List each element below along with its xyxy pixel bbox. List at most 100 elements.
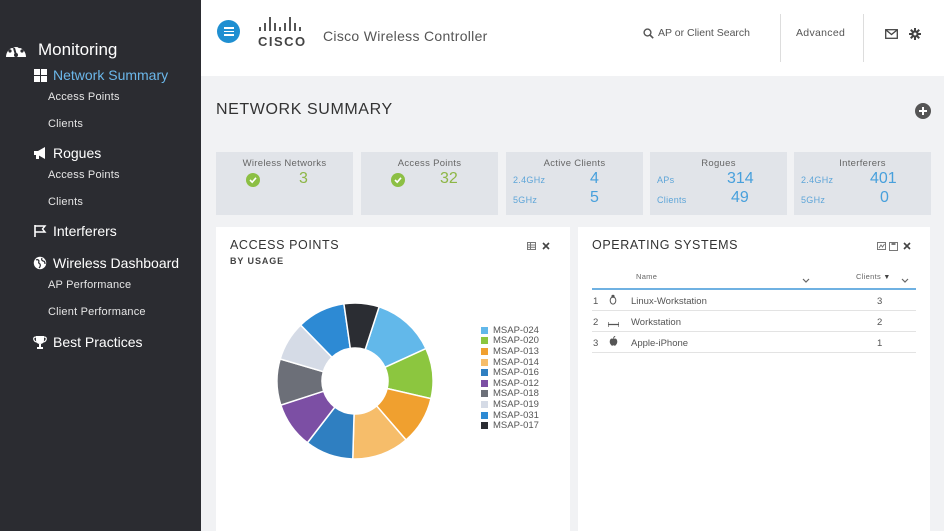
sidebar-subitem-rogue-clients[interactable]: Clients [48,196,84,208]
legend-label: MSAP-019 [493,398,539,410]
dashboard-gauge-icon [4,39,28,61]
add-widget-button[interactable] [915,103,931,119]
close-icon[interactable] [541,241,551,251]
band-label: 2.4GHz [513,175,546,185]
workstation-icon [607,319,620,330]
legend-item[interactable]: MSAP-017 [481,420,539,431]
advanced-link[interactable]: Advanced [796,27,846,39]
card-title: Wireless Networks [242,158,327,169]
legend-item[interactable]: MSAP-014 [481,357,539,368]
row-number: 1 [593,296,599,307]
legend-item[interactable]: MSAP-024 [481,325,539,336]
card-title: Interferers [839,158,886,169]
sidebar-item-label: Interferers [53,223,117,239]
row-number: 2 [593,317,599,328]
legend-label: MSAP-020 [493,335,539,347]
save-icon[interactable] [888,241,898,251]
sidebar-subitem-ap-performance[interactable]: AP Performance [48,279,132,291]
card-wireless-networks[interactable]: Wireless Networks 3 [216,152,353,215]
legend-label: MSAP-012 [493,377,539,389]
panel-title: ACCESS POINTS [230,238,340,252]
grid-icon [32,68,48,82]
legend-item[interactable]: MSAP-020 [481,335,539,347]
cisco-wordmark: cisco [258,34,307,49]
header-divider [863,14,864,62]
legend-label: MSAP-017 [493,420,539,432]
os-name: Apple-iPhone [631,338,689,349]
plus-icon [919,107,927,115]
chevron-down-icon[interactable] [901,271,909,289]
os-client-count: 1 [877,338,883,349]
chart-view-icon[interactable] [876,241,886,251]
legend-swatch [481,369,488,377]
legend-swatch [481,422,488,430]
legend-item[interactable]: MSAP-031 [481,410,539,421]
legend-label: MSAP-024 [493,324,539,336]
card-interferers[interactable]: Interferers 2.4GHz 401 5GHz 0 [794,152,931,215]
panel-title: OPERATING SYSTEMS [592,238,739,252]
sidebar-subitem-access-points[interactable]: Access Points [48,91,120,103]
card-value: 3 [299,170,308,187]
legend-swatch [481,347,488,355]
sidebar-item-rogues[interactable]: Rogues [32,145,101,161]
table-header-divider [592,288,916,290]
donut-slice-msap-017[interactable] [343,302,381,351]
card-value: 314 [727,170,754,187]
search-input[interactable]: AP or Client Search [643,27,750,39]
legend-swatch [481,411,488,419]
card-value: 49 [731,189,749,206]
mail-icon[interactable] [884,27,898,41]
band-label: 2.4GHz [801,175,834,185]
sidebar-subitem-client-performance[interactable]: Client Performance [48,306,146,318]
column-header-name[interactable]: Name [636,272,658,281]
sidebar-item-wireless-dashboard[interactable]: Wireless Dashboard [32,255,179,271]
os-client-count: 3 [877,296,883,307]
column-header-clients[interactable]: Clients ▼ [856,272,891,281]
legend-label: MSAP-016 [493,367,539,379]
menu-toggle-button[interactable] [217,20,240,43]
legend-swatch [481,337,488,345]
megaphone-icon [32,146,48,160]
flag-icon [32,224,48,238]
os-client-count: 2 [877,317,883,328]
card-value: 0 [880,189,889,206]
os-name: Workstation [631,317,681,328]
legend-item[interactable]: MSAP-016 [481,367,539,378]
header-divider [780,14,781,62]
apple-icon [609,335,618,349]
search-placeholder: AP or Client Search [658,27,751,39]
sidebar-item-best-practices[interactable]: Best Practices [32,334,142,350]
sidebar-item-label: Wireless Dashboard [53,255,180,271]
sidebar-item-network-summary[interactable]: Network Summary [32,67,168,83]
row-number: 3 [593,338,599,349]
gear-icon[interactable] [908,27,922,41]
column-header-clients-label: Clients [856,272,882,281]
top-header: cisco Cisco Wireless Controller AP or Cl… [201,0,944,76]
check-circle-icon [391,173,405,187]
sidebar-subitem-clients[interactable]: Clients [48,118,84,130]
sidebar-item-interferers[interactable]: Interferers [32,223,117,239]
close-icon[interactable] [902,241,912,251]
legend-item[interactable]: MSAP-019 [481,399,539,410]
table-row[interactable]: 1 Linux-Workstation 3 [592,290,916,311]
legend-item[interactable]: MSAP-012 [481,378,539,389]
sort-desc-icon: ▼ [883,274,891,281]
app-title: Cisco Wireless Controller [323,28,488,44]
table-row[interactable]: 2 Workstation 2 [592,311,916,332]
card-rogues[interactable]: Rogues APs 314 Clients 49 [650,152,787,215]
legend-swatch [481,390,488,398]
card-active-clients[interactable]: Active Clients 2.4GHz 4 5GHz 5 [506,152,643,215]
card-access-points[interactable]: Access Points 32 [361,152,498,215]
sidebar-item-label: Rogues [53,145,102,161]
rogue-label: APs [657,175,675,185]
legend-label: MSAP-018 [493,388,539,400]
sidebar-heading[interactable]: Monitoring [4,39,117,61]
card-title: Active Clients [543,158,606,169]
legend-item[interactable]: MSAP-018 [481,388,539,400]
chevron-down-icon[interactable] [802,271,810,289]
sidebar-item-label: Network Summary [53,67,169,83]
sidebar-subitem-rogue-access-points[interactable]: Access Points [48,169,120,181]
table-row[interactable]: 3 Apple-iPhone 1 [592,332,916,353]
table-view-icon[interactable] [526,241,536,251]
legend-item[interactable]: MSAP-013 [481,346,539,357]
